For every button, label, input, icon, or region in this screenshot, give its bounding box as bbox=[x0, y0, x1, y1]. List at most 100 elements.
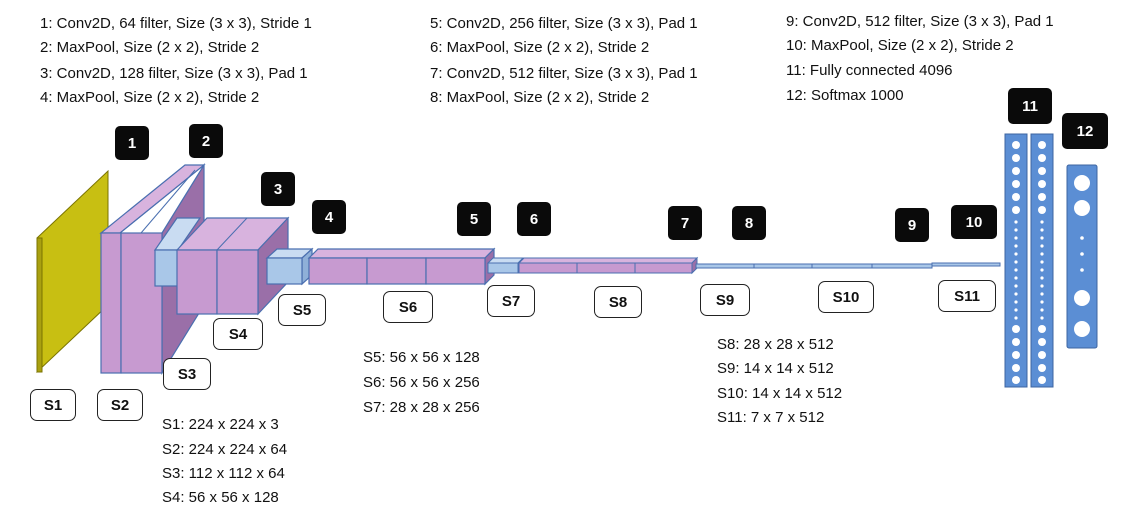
legend-item-10: 10: MaxPool, Size (2 x 2), Stride 2 bbox=[786, 37, 1014, 54]
size-s1: S1: 224 x 224 x 3 bbox=[162, 416, 279, 433]
stage-label-s9: S9 bbox=[700, 284, 750, 316]
legend-item-1: 1: Conv2D, 64 filter, Size (3 x 3), Stri… bbox=[40, 15, 312, 32]
stage-label-s4: S4 bbox=[213, 318, 263, 350]
legend-item-2: 2: MaxPool, Size (2 x 2), Stride 2 bbox=[40, 39, 260, 56]
fc-neuron bbox=[1012, 376, 1020, 384]
fc-neuron bbox=[1038, 206, 1046, 214]
layer-s10-conv-a bbox=[753, 263, 813, 269]
fc-neuron-small bbox=[1014, 252, 1018, 256]
fc-neuron-small bbox=[1040, 236, 1044, 240]
size-s10: S10: 14 x 14 x 512 bbox=[717, 385, 843, 402]
fc-neuron bbox=[1012, 154, 1020, 162]
layer-s5-pool-front bbox=[266, 257, 303, 285]
size-s4: S4: 56 x 56 x 128 bbox=[162, 489, 279, 506]
layer-s11-pool bbox=[931, 262, 1001, 267]
fc-neuron bbox=[1012, 193, 1020, 201]
fc-neuron bbox=[1012, 180, 1020, 188]
fc-neuron bbox=[1012, 351, 1020, 359]
layer-s8-top bbox=[517, 257, 699, 264]
fc-neuron-small bbox=[1014, 308, 1018, 312]
fc-neuron-small bbox=[1014, 236, 1018, 240]
layer-softmax-1000 bbox=[1066, 164, 1098, 349]
stage-label-s7: S7 bbox=[487, 285, 535, 317]
fc-neuron bbox=[1038, 193, 1046, 201]
fc-neuron bbox=[1012, 206, 1020, 214]
layer-s4-front-b bbox=[216, 249, 259, 315]
fc-neuron bbox=[1038, 338, 1046, 346]
badge-12: 12 bbox=[1062, 113, 1108, 149]
layer-s6-top bbox=[307, 248, 496, 259]
fc-neuron-small bbox=[1014, 220, 1018, 224]
fc-neuron-small bbox=[1040, 292, 1044, 296]
legend-item-4: 4: MaxPool, Size (2 x 2), Stride 2 bbox=[40, 89, 260, 106]
badge-9: 9 bbox=[895, 208, 929, 242]
fc-neuron-small bbox=[1014, 268, 1018, 272]
size-s11: S11: 7 x 7 x 512 bbox=[717, 409, 825, 426]
legend-item-6: 6: MaxPool, Size (2 x 2), Stride 2 bbox=[430, 39, 650, 56]
legend-item-12: 12: Softmax 1000 bbox=[786, 87, 904, 104]
stage-label-s5: S5 bbox=[278, 294, 326, 326]
legend-item-11: 11: Fully connected 4096 bbox=[786, 62, 953, 79]
size-s2: S2: 224 x 224 x 64 bbox=[162, 441, 288, 458]
layer-s8-front-a bbox=[518, 262, 578, 274]
fc-neuron-small bbox=[1040, 228, 1044, 232]
layer-s3-pool-front bbox=[154, 249, 179, 287]
stage-label-s3: S3 bbox=[163, 358, 211, 390]
layer-s6-front-a bbox=[308, 257, 368, 285]
layer-s1-input-edge bbox=[36, 237, 43, 373]
legend-item-9: 9: Conv2D, 512 filter, Size (3 x 3), Pad… bbox=[786, 13, 1054, 30]
fc-neuron bbox=[1038, 180, 1046, 188]
fc-neuron-small bbox=[1040, 276, 1044, 280]
fc-neuron-small bbox=[1040, 300, 1044, 304]
stage-label-s10: S10 bbox=[818, 281, 874, 313]
fc-neuron-small bbox=[1040, 316, 1044, 320]
legend-item-8: 8: MaxPool, Size (2 x 2), Stride 2 bbox=[430, 89, 650, 106]
fc-neuron-small bbox=[1014, 292, 1018, 296]
fc-neuron bbox=[1012, 364, 1020, 372]
size-s5: S5: 56 x 56 x 128 bbox=[363, 349, 480, 366]
fc-neuron-small bbox=[1014, 228, 1018, 232]
layer-s8-front-b bbox=[576, 262, 636, 274]
fc-neuron-small bbox=[1040, 220, 1044, 224]
fc-neuron-small bbox=[1040, 244, 1044, 248]
layer-s4-front-a bbox=[176, 249, 218, 315]
legend-item-3: 3: Conv2D, 128 filter, Size (3 x 3), Pad… bbox=[40, 65, 308, 82]
fc-neuron bbox=[1038, 154, 1046, 162]
legend-item-7: 7: Conv2D, 512 filter, Size (3 x 3), Pad… bbox=[430, 65, 698, 82]
fc-neuron-small bbox=[1040, 308, 1044, 312]
fc-neuron-small bbox=[1040, 268, 1044, 272]
fc-neuron bbox=[1038, 364, 1046, 372]
layer-s7-pool-front bbox=[487, 262, 519, 274]
badge-4: 4 bbox=[312, 200, 346, 234]
fc-neuron-small bbox=[1040, 284, 1044, 288]
fc-neuron-small bbox=[1014, 300, 1018, 304]
layer-s6-front-c bbox=[425, 257, 486, 285]
stage-label-s2: S2 bbox=[97, 389, 143, 421]
stage-label-s1: S1 bbox=[30, 389, 76, 421]
fc-neuron bbox=[1038, 167, 1046, 175]
fc-neuron-small bbox=[1014, 244, 1018, 248]
fc-neuron-small bbox=[1040, 260, 1044, 264]
layer-s10-conv-b bbox=[811, 263, 873, 269]
layer-s6-front-b bbox=[366, 257, 427, 285]
badge-5: 5 bbox=[457, 202, 491, 236]
badge-10: 10 bbox=[951, 205, 997, 239]
fc-neuron-small bbox=[1014, 316, 1018, 320]
fc-neuron-small bbox=[1014, 260, 1018, 264]
layer-s8-front-c bbox=[634, 262, 693, 274]
layer-s7-pool bbox=[486, 257, 525, 264]
badge-11: 11 bbox=[1008, 88, 1052, 124]
fc-neuron bbox=[1038, 325, 1046, 333]
fc-neuron bbox=[1012, 325, 1020, 333]
fc-neuron-small bbox=[1014, 284, 1018, 288]
fc-neurons bbox=[1012, 141, 1046, 384]
badge-3: 3 bbox=[261, 172, 295, 206]
badge-6: 6 bbox=[517, 202, 551, 236]
fc-neuron bbox=[1012, 167, 1020, 175]
size-s7: S7: 28 x 28 x 256 bbox=[363, 399, 480, 416]
badge-2: 2 bbox=[189, 124, 223, 158]
badge-1: 1 bbox=[115, 126, 149, 160]
stage-label-s6: S6 bbox=[383, 291, 433, 323]
fc-neuron bbox=[1038, 376, 1046, 384]
